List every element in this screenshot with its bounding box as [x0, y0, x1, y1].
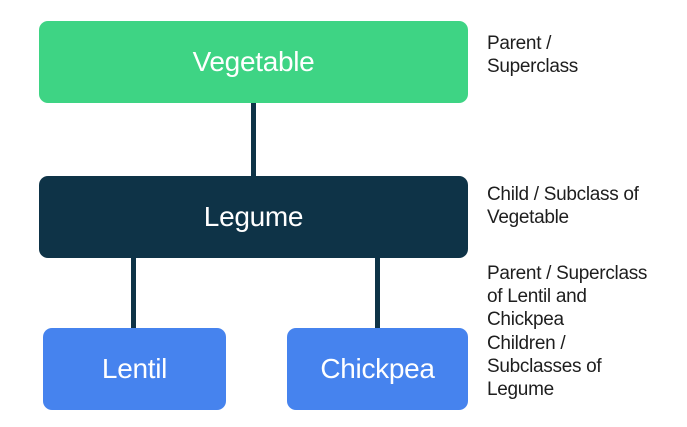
annotation-vegetable: Parent / Superclass	[487, 33, 578, 77]
node-chickpea-label: Chickpea	[320, 353, 435, 384]
node-legume: Legume	[39, 176, 468, 258]
connector-legume-chickpea	[375, 258, 380, 328]
connector-vegetable-legume	[251, 103, 256, 176]
node-vegetable: Vegetable	[39, 21, 468, 103]
node-vegetable-label: Vegetable	[192, 46, 315, 77]
node-chickpea: Chickpea	[287, 328, 468, 410]
node-lentil: Lentil	[43, 328, 226, 410]
annotation-lentil-chickpea: Children / Subclasses of Legume	[487, 333, 602, 400]
node-lentil-label: Lentil	[101, 353, 168, 384]
annotation-legume-paragraph-2: Parent / Superclass of Lentil and Chickp…	[487, 263, 648, 330]
annotation-legume: Child / Subclass of Vegetable Parent / S…	[487, 160, 682, 364]
node-legume-label: Legume	[203, 201, 304, 232]
annotation-legume-paragraph-1: Child / Subclass of Vegetable	[487, 184, 639, 228]
connector-legume-lentil	[131, 258, 136, 328]
